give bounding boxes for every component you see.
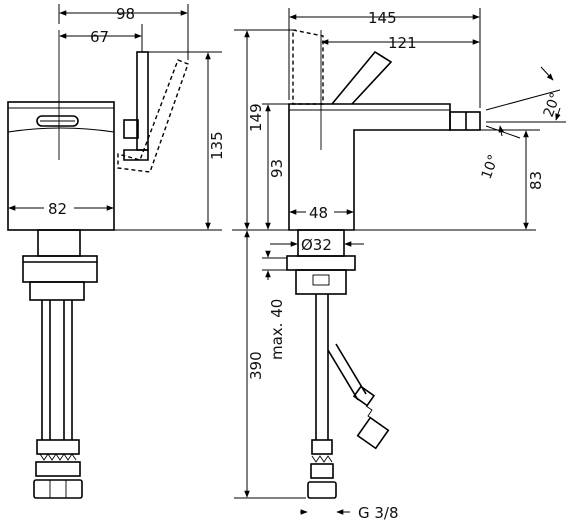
dim-145-label: 145	[368, 9, 397, 27]
dim-82-label: 82	[48, 200, 67, 218]
angle-20-label: 20°	[541, 91, 565, 120]
side-spout-tip	[449, 111, 481, 131]
front-handle	[117, 51, 189, 173]
front-aerator	[36, 115, 79, 127]
dim-135-label: 135	[208, 131, 226, 160]
angle-10-label: 10°	[479, 153, 503, 182]
dim-98-label: 98	[116, 5, 135, 23]
side-lever	[331, 50, 393, 105]
front-hoses	[33, 300, 83, 499]
dim-83-label: 83	[527, 171, 545, 190]
side-view: 145 121 149 93 48 83 20° 10° Ø32	[232, 8, 566, 522]
side-hoses	[307, 294, 390, 499]
front-mount-nut	[22, 255, 98, 283]
dim-149-label: 149	[247, 103, 265, 132]
dim-121-label: 121	[388, 34, 417, 52]
side-mount-nut	[286, 255, 356, 271]
front-view: 98 67 82 135	[7, 4, 226, 499]
dim-390-label: 390	[247, 351, 265, 380]
dim-67-label: 67	[90, 28, 109, 46]
dim-93-label: 93	[268, 159, 286, 178]
dim-thread-label: G 3/8	[358, 504, 399, 522]
dim-max-40-label: max. 40	[268, 299, 286, 360]
dim-48-label: 48	[309, 204, 328, 222]
dim-diameter-32-label: Ø32	[301, 236, 332, 254]
